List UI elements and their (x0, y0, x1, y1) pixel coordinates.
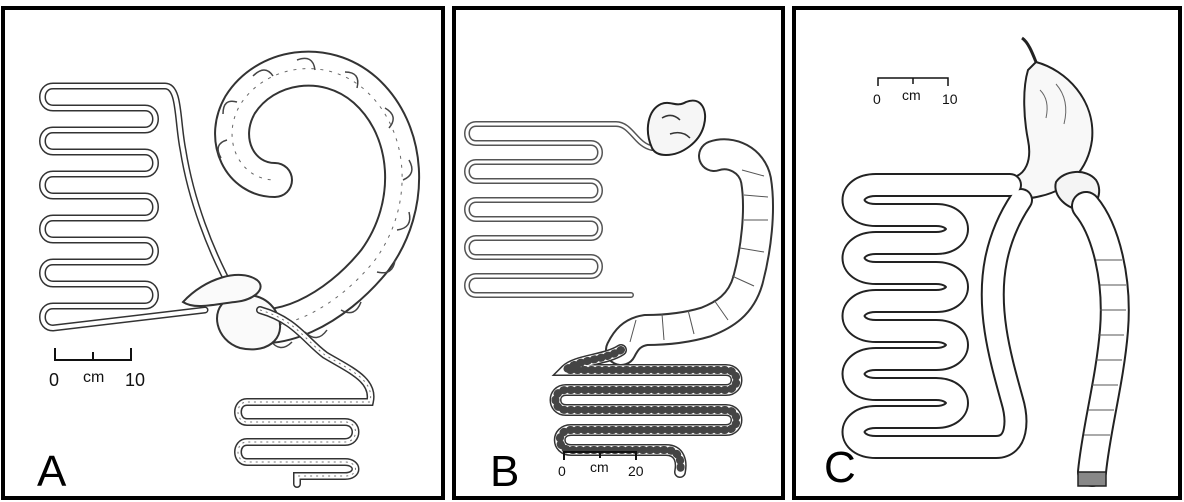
panel-label-b: B (490, 450, 519, 494)
scale-start-label: 0 (558, 463, 566, 479)
scale-end-label: 10 (942, 91, 958, 107)
stomach (648, 101, 705, 155)
panel-label-a: A (37, 450, 66, 494)
scale-start-label: 0 (49, 370, 59, 390)
panel-a: 0 cm 10 A (1, 6, 445, 500)
panel-label-c: C (824, 446, 856, 490)
scale-end-label: 10 (125, 370, 145, 390)
scale-end-label: 20 (628, 463, 644, 479)
panel-a-drawing: 0 cm 10 (5, 10, 441, 496)
oesophagus (1022, 38, 1036, 62)
scale-start-label: 0 (873, 91, 881, 107)
scale-bar-b: 0 cm 20 (558, 452, 644, 479)
scale-unit-label: cm (590, 459, 609, 475)
panel-b-drawing: 0 cm 20 (456, 10, 781, 496)
scale-bar-a: 0 cm 10 (49, 348, 145, 390)
panel-c: 0 cm 10 C (792, 6, 1182, 500)
scale-unit-label: cm (902, 87, 921, 103)
scale-bar-c: 0 cm 10 (873, 78, 958, 107)
small-intestine-coil (467, 124, 652, 295)
panel-b: 0 cm 20 B (452, 6, 785, 500)
panel-c-drawing: 0 cm 10 (796, 10, 1178, 496)
scale-unit-label: cm (83, 369, 104, 386)
rectum-end (1078, 472, 1106, 486)
